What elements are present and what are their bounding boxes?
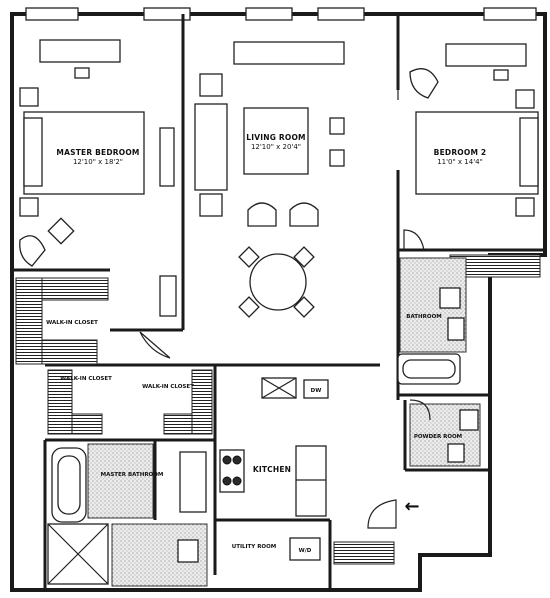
powder-room: POWDER ROOM [409, 403, 481, 467]
exterior-walls [10, 7, 547, 592]
sink [459, 409, 479, 431]
bedroom-2: BEDROOM 2 11'0" x 14'4" [409, 43, 541, 278]
nightstand [515, 197, 535, 217]
interior-walls [12, 14, 545, 590]
master-bedroom-label: MASTER BEDROOM [56, 148, 139, 157]
dishwasher-label: DW [311, 388, 322, 394]
master-bathroom: MASTER BATHROOM [47, 443, 208, 587]
walk-in-closet-1: WALK-IN CLOSET [15, 275, 177, 365]
armchair [289, 202, 319, 227]
nightstand [515, 89, 535, 109]
sink [447, 317, 465, 341]
bathroom-label: BATHROOM [406, 314, 441, 320]
tv-console [159, 127, 175, 187]
nightstand [19, 87, 39, 107]
armchair [19, 235, 46, 267]
armchair [247, 202, 277, 227]
dresser [445, 43, 527, 67]
entry-closet [333, 541, 395, 565]
master-bed [23, 111, 145, 195]
entry-arrow-icon: ← [404, 496, 419, 517]
side-table [47, 217, 75, 245]
chair [493, 69, 509, 81]
bedroom-2-dims: 11'0" x 14'4" [437, 158, 483, 166]
master-bedroom: MASTER BEDROOM 12'10" x 18'2" [19, 39, 175, 267]
nightstand [19, 197, 39, 217]
master-bathroom-label: MASTER BATHROOM [101, 472, 164, 478]
dining-table [249, 253, 307, 311]
dresser [39, 39, 121, 63]
powder-room-label: POWDER ROOM [414, 434, 462, 440]
ottoman [329, 149, 345, 167]
toilet [447, 443, 465, 463]
bed [415, 111, 539, 195]
armchair [409, 68, 439, 99]
walk-in-closets: WALK-IN CLOSET WALK-IN CLOSET [47, 369, 213, 435]
dishwasher [303, 379, 329, 399]
bedroom-2-label: BEDROOM 2 [434, 148, 487, 157]
utility-room: W/D UTILITY ROOM [232, 537, 321, 561]
chair [74, 67, 90, 79]
living-room-dims: 12'10" x 20'4" [251, 143, 301, 151]
living-room-label: LIVING ROOM [246, 133, 305, 142]
doors [139, 60, 431, 529]
walk-in-closet-1-label: WALK-IN CLOSET [46, 320, 98, 326]
bathroom: BATHROOM [397, 257, 467, 385]
bed-headboard [23, 117, 43, 187]
toilet [177, 539, 199, 563]
walk-in-closet-3-label: WALK-IN CLOSET [142, 384, 194, 390]
ottoman [329, 117, 345, 135]
side-table [199, 193, 223, 217]
master-bedroom-dims: 12'10" x 18'2" [73, 158, 123, 166]
kitchen-label: KITCHEN [253, 465, 291, 474]
toilet [439, 287, 461, 309]
media-console [233, 41, 345, 65]
walk-in-closet-2-label: WALK-IN CLOSET [60, 376, 112, 382]
dining-area [238, 246, 315, 318]
coffee-table [243, 107, 309, 175]
living-room: LIVING ROOM 12'10" x 20'4" [194, 41, 345, 227]
double-vanity [179, 451, 207, 513]
sofa [194, 103, 228, 191]
range [219, 449, 245, 493]
washer-dryer [289, 537, 321, 561]
side-table [199, 73, 223, 97]
refrigerator [295, 445, 327, 517]
washer-dryer-label: W/D [299, 548, 312, 554]
utility-room-label: UTILITY ROOM [232, 544, 277, 550]
kitchen: DW KITCHEN [219, 377, 329, 517]
